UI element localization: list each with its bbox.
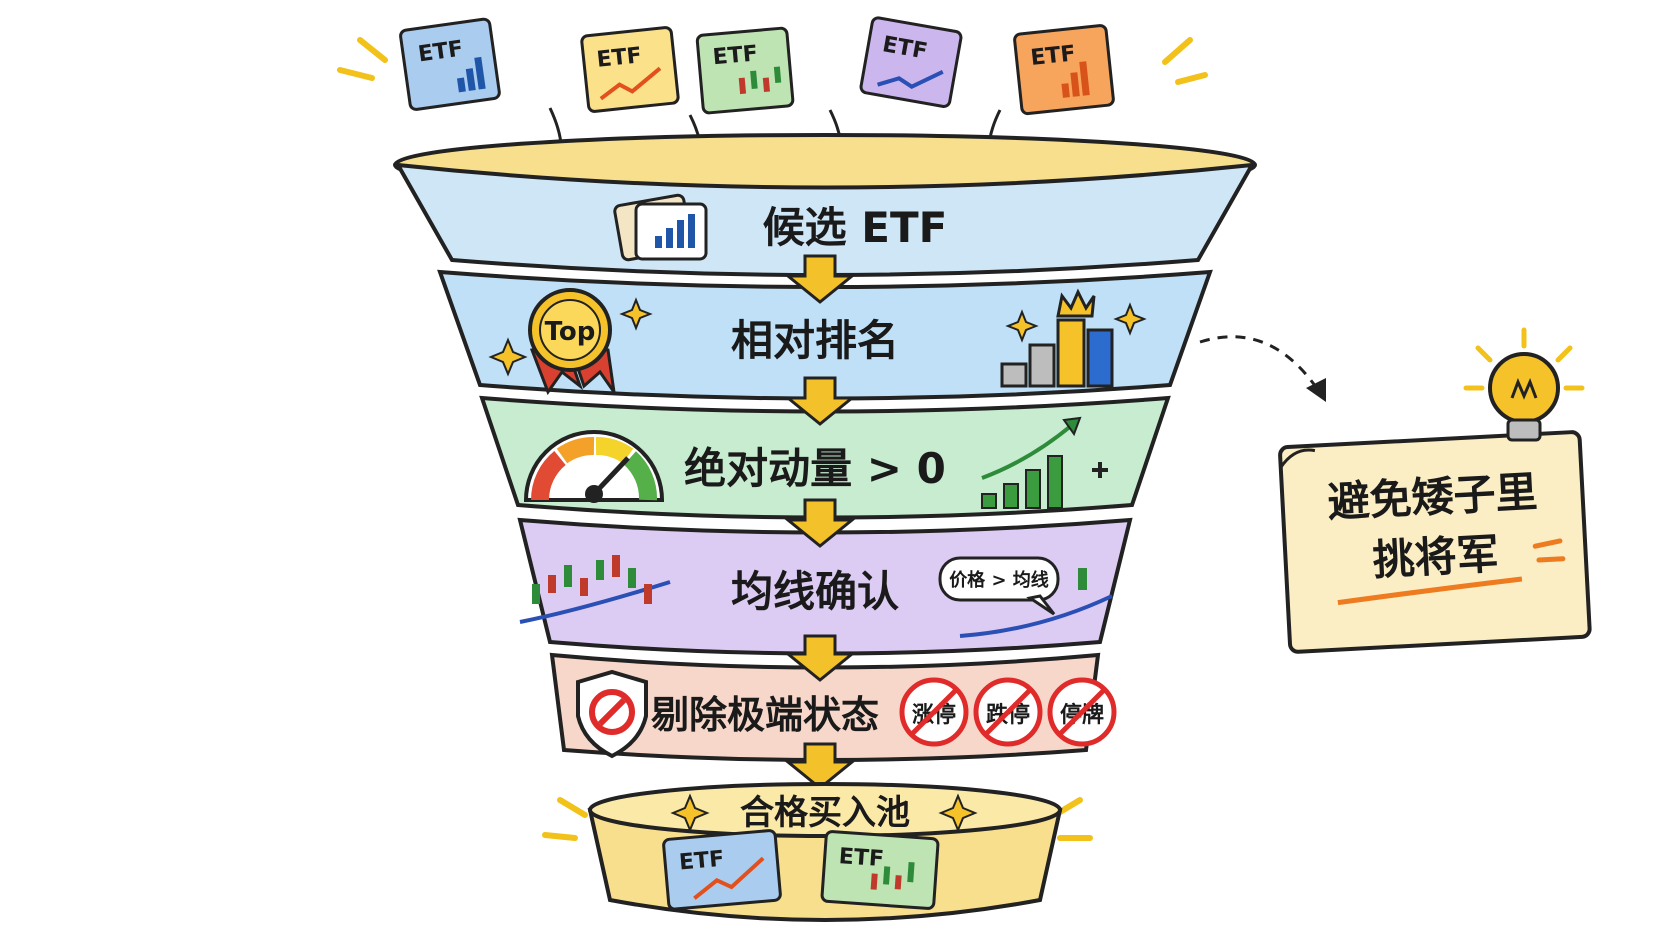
- top-ticket-purple: ETF: [859, 16, 963, 108]
- qualified-pool-label: 合格买入池: [740, 793, 910, 833]
- svg-text:ETF: ETF: [596, 43, 643, 73]
- gauge-icon: [523, 430, 665, 503]
- trend-up-icon: [876, 70, 944, 89]
- ranking-bars-icon: [1000, 288, 1114, 388]
- stage-label-exclude-extremes: 剔除极端状态: [651, 693, 879, 737]
- excluded-state-limit-down: 跌停: [973, 677, 1043, 747]
- speech-bubble: 价格 > 均线: [938, 556, 1060, 616]
- speech-bubble-text: 价格 > 均线: [949, 569, 1049, 591]
- note-pointer-arrowhead: [1306, 378, 1326, 402]
- svg-text:ETF: ETF: [1029, 41, 1076, 71]
- stage-band-ma-confirmation: [517, 517, 1133, 656]
- sparkle-icon: [488, 297, 1147, 377]
- top-ticket-green: ETF: [695, 26, 795, 115]
- lightbulb-icon: [1463, 327, 1585, 442]
- stage-label-candidates: 候选 ETF: [763, 203, 948, 252]
- shield-ban-icon: [576, 669, 648, 759]
- excluded-state-limit-up: 涨停: [899, 677, 969, 747]
- svg-text:ETF: ETF: [678, 847, 725, 876]
- price-above-ma-icon: [959, 568, 1113, 638]
- pool-ticket-green: ETF: [820, 830, 940, 910]
- cards-icon: [613, 193, 708, 262]
- trend-up-icon: [599, 66, 662, 101]
- bar-chart-icon: [456, 56, 486, 93]
- candlestick-icon: [738, 66, 782, 95]
- sparkle-marks: [337, 37, 1208, 841]
- stage-label-relative-rank: 相对排名: [731, 316, 899, 365]
- top-ticket-blue: ETF: [399, 17, 501, 111]
- top-ticket-orange: ETF: [1013, 24, 1115, 116]
- plus-icon: [1092, 462, 1108, 478]
- stage-arrows: [783, 254, 857, 790]
- top-badge-label: Top: [545, 317, 596, 347]
- stage-label-absolute-momentum: 绝对动量 > 0: [684, 444, 946, 493]
- stage-band-candidates: [394, 162, 1256, 277]
- svg-text:ETF: ETF: [417, 36, 465, 67]
- sparkle-icon: [670, 793, 978, 833]
- trend-up-icon: [693, 856, 765, 900]
- note-text-line1: 避免矮子里: [1326, 467, 1538, 527]
- note-card: 避免矮子里 挑将军: [1278, 430, 1592, 654]
- svg-text:ETF: ETF: [712, 41, 759, 70]
- svg-text:ETF: ETF: [838, 844, 885, 872]
- pool-ticket-blue: ETF: [662, 829, 782, 911]
- bar-chart-icon: [1061, 61, 1090, 98]
- note-pointer-arrow: [1199, 335, 1320, 391]
- momentum-bars-icon: [981, 416, 1082, 509]
- top-ticket-yellow: ETF: [580, 26, 680, 113]
- candlestick-chart-icon: [519, 555, 671, 624]
- note-text-line2: 挑将军: [1371, 529, 1499, 585]
- top-badge-icon: Top: [528, 288, 616, 396]
- stage-label-ma-confirmation: 均线确认: [731, 567, 899, 616]
- excluded-state-suspended: 停牌: [1047, 677, 1117, 747]
- candlestick-icon: [870, 861, 915, 890]
